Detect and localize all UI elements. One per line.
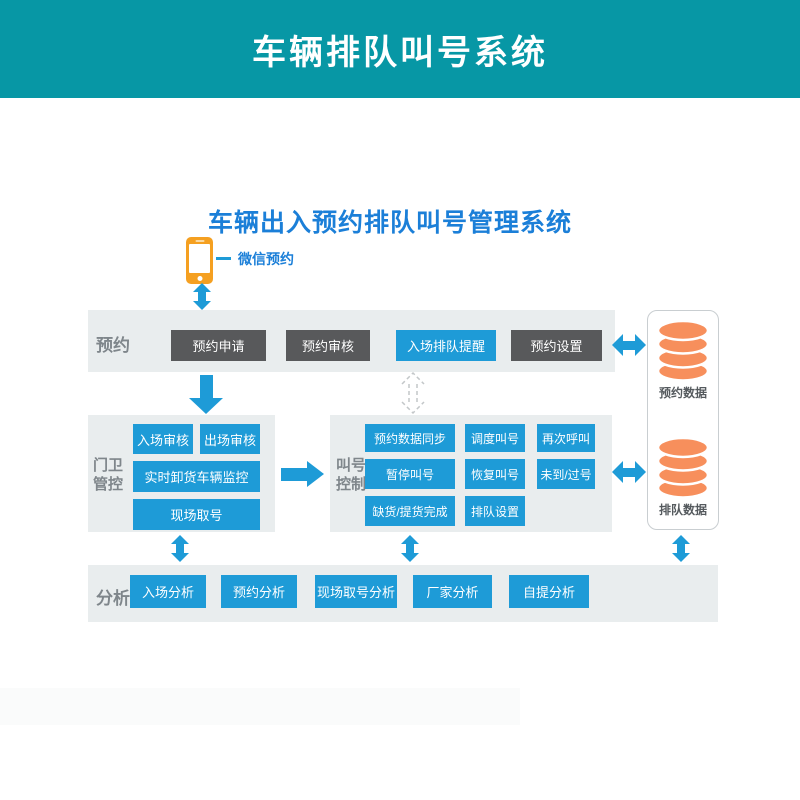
btn-reservation-analysis: 预约分析 — [221, 575, 297, 608]
reservation-db-label: 预约数据 — [658, 386, 707, 400]
arrow-dashed-double-vertical-icon — [401, 371, 425, 415]
queue-db-label: 排队数据 — [658, 503, 707, 517]
btn-exit-review: 出场审核 — [200, 424, 260, 454]
btn-no-show-passed: 未到/过号 — [537, 459, 595, 489]
reservation-section-label: 预约 — [96, 336, 130, 355]
background-shade — [0, 688, 520, 725]
reservation-database: 预约数据 — [647, 320, 719, 401]
call-control-section-label: 叫号 控制 — [336, 456, 366, 494]
btn-recall: 再次呼叫 — [537, 424, 595, 452]
btn-onsite-ticket: 现场取号 — [133, 499, 260, 530]
database-icon — [656, 437, 710, 499]
phone-screen — [189, 244, 210, 273]
arrow-double-horizontal-icon — [612, 334, 646, 356]
btn-reservation-data-sync: 预约数据同步 — [365, 424, 455, 452]
btn-reservation-review: 预约审核 — [286, 330, 370, 361]
gate-control-section-label: 门卫 管控 — [93, 456, 123, 494]
arrow-right-icon — [281, 461, 324, 487]
arrow-double-vertical-icon — [401, 535, 419, 562]
arrow-double-vertical-icon — [193, 283, 211, 310]
wechat-reservation-label: 微信预约 — [238, 251, 294, 267]
arrow-double-vertical-icon — [672, 535, 690, 562]
arrow-double-vertical-icon — [171, 535, 189, 562]
btn-entry-analysis: 入场分析 — [130, 575, 206, 608]
btn-stockout-pickup-done: 缺货/提货完成 — [365, 496, 455, 526]
diagram-title: 车辆出入预约排队叫号管理系统 — [207, 209, 572, 237]
phone-speaker — [195, 240, 204, 242]
page-title: 车辆排队叫号系统 — [252, 33, 548, 72]
arrow-double-horizontal-icon — [612, 461, 646, 483]
analysis-section-label: 分析 — [96, 589, 130, 608]
call-label-line2: 控制 — [336, 476, 367, 493]
arrow-down-icon — [189, 375, 223, 414]
callout-dash — [216, 257, 231, 260]
btn-resume-call: 恢复叫号 — [465, 459, 525, 489]
database-icon — [656, 320, 710, 382]
call-label-line1: 叫号 — [336, 457, 367, 474]
btn-pause-call: 暂停叫号 — [365, 459, 455, 489]
btn-entry-review: 入场审核 — [133, 424, 193, 454]
btn-reservation-apply: 预约申请 — [171, 330, 266, 361]
btn-entry-queue-reminder: 入场排队提醒 — [396, 330, 496, 361]
gate-label-line2: 管控 — [93, 476, 124, 493]
btn-reservation-settings: 预约设置 — [511, 330, 602, 361]
btn-onsite-ticket-analysis: 现场取号分析 — [315, 575, 397, 608]
queue-database: 排队数据 — [647, 437, 719, 518]
btn-realtime-unloading-monitor: 实时卸货车辆监控 — [133, 461, 260, 492]
phone-home-button — [197, 276, 202, 281]
btn-queue-settings: 排队设置 — [465, 496, 525, 526]
btn-dispatch-call: 调度叫号 — [465, 424, 525, 452]
smartphone-icon — [186, 237, 213, 284]
header-banner: 车辆排队叫号系统 — [0, 0, 800, 98]
btn-manufacturer-analysis: 厂家分析 — [413, 575, 492, 608]
gate-label-line1: 门卫 — [93, 457, 124, 474]
btn-self-pickup-analysis: 自提分析 — [509, 575, 589, 608]
